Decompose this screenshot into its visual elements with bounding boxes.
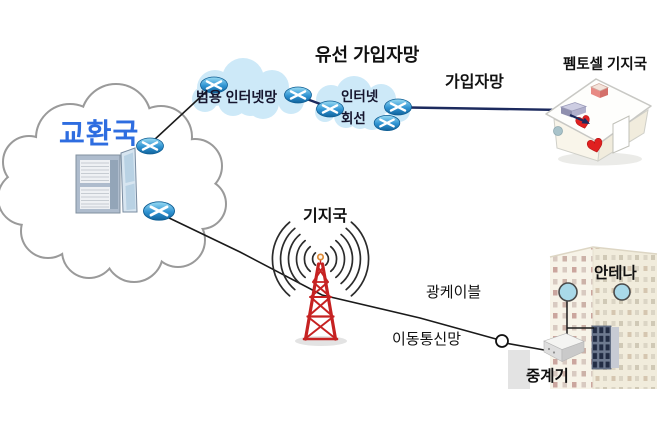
router-icon: [142, 200, 176, 222]
femtocell-device-icon: [559, 102, 588, 118]
antenna-dome-icon: [558, 282, 578, 302]
house-door: [612, 115, 630, 154]
optical-cable-label: 광케이블: [426, 284, 482, 301]
cell-tower-icon: [302, 258, 339, 341]
exchange-cloud: [0, 83, 227, 283]
wired-subscriber-network-label: 유선 가입자망: [315, 45, 420, 65]
antenna-dome-icon: [613, 283, 631, 301]
repeater-label: 중계기: [526, 368, 569, 385]
mobile-network-label: 이동통신망: [392, 331, 462, 348]
tower-beacon-icon: [316, 253, 325, 261]
femtocell-base-station-label: 펨토셀 기지국: [563, 57, 648, 73]
server-cabinet-icon: [75, 147, 138, 214]
tower-shadow: [295, 336, 347, 346]
base-station-label: 기지국: [303, 208, 348, 225]
antenna-label: 안테나: [594, 265, 637, 282]
radio-waves-icon: [271, 221, 370, 297]
cables: [152, 90, 594, 352]
optical-cable-line: [164, 215, 497, 340]
repeater-feed-line: [507, 342, 548, 352]
house-icon: [545, 78, 652, 166]
subscriber-cable: [408, 106, 565, 112]
uplink-cable: [152, 90, 208, 142]
junction-node: [495, 334, 509, 348]
subscriber-network-label: 가입자망: [445, 74, 504, 91]
router-icon: [315, 99, 345, 119]
equipment-rack-icon: [591, 325, 619, 370]
internet-line-label-line1: 인터넷: [341, 89, 379, 104]
general-internet-label: 범용 인터넷망: [196, 89, 278, 105]
exchange-office-label: 교환국: [59, 118, 140, 149]
router-icon: [283, 85, 313, 105]
coverage-arrow-icon: [569, 113, 590, 124]
internet-line-label-line2: 회선: [341, 111, 366, 126]
repeater-icon: [543, 333, 585, 362]
entrance-block: [508, 350, 530, 389]
router-icon: [135, 136, 165, 156]
chimney: [590, 83, 609, 98]
